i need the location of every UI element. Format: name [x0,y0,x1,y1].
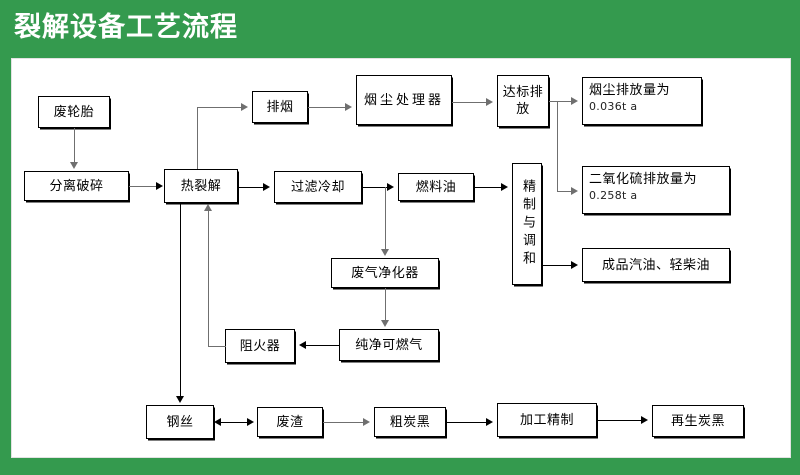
edge-carbon-to-refining-line [446,422,486,423]
edge-arrester-to-cracking-hline [208,346,226,347]
edge-purifier-to-gas-vline [385,288,386,321]
node-refining-process[interactable]: 加工精制 [497,403,597,437]
edge-tire-to-crush-line [74,128,75,163]
page-header: 裂解设备工艺流程 [0,0,800,56]
edge-standard-to-so2-arrow [571,187,578,195]
edge-cracking-to-smoke-vline [197,107,198,169]
node-dust-emission[interactable]: 烟尘排放量为 0.036t a [582,77,702,125]
edge-oil-to-refine-arrow [501,183,508,191]
node-fuel-oil[interactable]: 燃料油 [398,173,474,201]
edge-refine-to-products-arrow [571,261,578,269]
edge-arrester-to-cracking-vline [208,211,209,347]
edge-tire-to-crush-arrow [70,162,78,169]
dust-emission-value: 0.036t a [589,100,638,113]
dust-emission-title: 烟尘排放量为 [589,83,671,98]
node-so2-emission[interactable]: 二氧化硫排放量为 0.258t a [582,166,730,214]
edge-standard-to-so2-vline [557,101,558,192]
so2-emission-value: 0.258t a [589,189,638,202]
edge-filter-to-oil-line [362,187,387,188]
edge-gas-to-arrester-line [306,345,339,346]
edge-standard-to-dust-arrow [571,97,578,105]
edge-residue-to-carbon-arrow [363,418,370,426]
edge-gas-to-arrester-arrow [299,341,306,349]
so2-emission-title: 二氧化硫排放量为 [589,172,698,187]
edge-cracking-to-smoke-arrow [241,103,248,111]
node-exhaust-smoke[interactable]: 排烟 [252,91,308,123]
edge-standard-to-dust-line [549,101,571,102]
edge-cracking-to-wire-arrow [176,396,184,403]
edge-carbon-to-refining-arrow [486,418,493,426]
edge-oil-to-refine-line [474,187,501,188]
node-clean-fuel-gas[interactable]: 纯净可燃气 [339,329,439,361]
edge-cracking-to-smoke-hline [197,107,241,108]
edge-residue-to-carbon-line [323,422,363,423]
edge-filter-to-oil-arrow [387,183,394,191]
node-steel-wire[interactable]: 钢丝 [146,405,214,439]
node-filter-cooling[interactable]: 过滤冷却 [274,171,362,203]
node-thermal-cracking[interactable]: 热裂解 [164,169,238,203]
edge-refining-to-recycled-arrow [641,416,648,424]
node-gas-purifier[interactable]: 废气净化器 [331,258,439,288]
node-dust-treater[interactable]: 烟尘处理器 [356,75,452,125]
node-recycled-carbon[interactable]: 再生炭黑 [652,405,744,437]
edge-smoke-to-duster-arrow [345,103,352,111]
edge-wire-residue-arrow-left [214,418,221,426]
edge-wire-residue-line [221,422,249,423]
page-title: 裂解设备工艺流程 [14,12,238,43]
edge-standard-to-so2-hline [557,191,571,192]
diagram-canvas: 废轮胎 分离破碎 热裂解 排烟 烟尘处理器 达标排放 烟尘排放量为 0.036t… [11,58,791,458]
node-standard-emission[interactable]: 达标排放 [497,75,549,127]
node-flame-arrester[interactable]: 阻火器 [225,329,295,363]
node-separation-crush[interactable]: 分离破碎 [24,171,129,201]
edge-purifier-to-gas-arrow [381,320,389,327]
edge-cracking-to-filter-arrow [263,183,270,191]
edge-duster-to-standard-arrow [486,98,493,106]
node-waste-residue[interactable]: 废渣 [257,407,323,437]
node-finished-products[interactable]: 成品汽油、轻柴油 [582,248,730,282]
edge-cracking-to-filter-line [238,187,263,188]
edge-filter-to-purifier-vline [385,187,386,250]
edge-crush-to-cracking-arrow [156,182,163,190]
node-refine-blend[interactable]: 精制与调和 [512,163,542,285]
node-crude-carbon[interactable]: 粗炭黑 [374,407,446,437]
node-waste-tire[interactable]: 废轮胎 [38,96,110,128]
edge-filter-to-purifier-arrow [381,249,389,256]
edge-wire-residue-arrow-right [247,418,254,426]
edge-arrester-to-cracking-arrow [204,204,212,211]
edge-cracking-to-wire-vline [180,203,181,397]
edge-crush-to-cracking-line [129,186,156,187]
edge-duster-to-standard-line [452,102,486,103]
edge-refine-to-products-line [542,265,571,266]
edge-refining-to-recycled-line [597,420,641,421]
edge-smoke-to-duster-line [308,107,345,108]
